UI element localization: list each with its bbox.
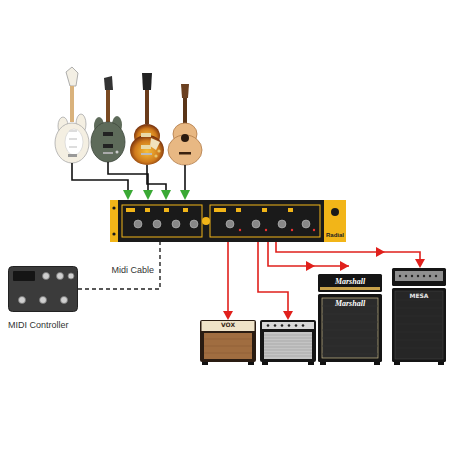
acoustic-guitar	[168, 84, 202, 165]
midi-controller-body	[8, 266, 78, 312]
brand-logo: Marshall	[335, 299, 365, 308]
brand-logo: Radial	[326, 232, 344, 239]
combo-amp	[260, 320, 316, 365]
midi-cable	[78, 242, 160, 289]
device-label: MIDI Controller	[8, 320, 69, 330]
amp-switcher: Radial	[110, 200, 346, 242]
brand-logo: VOX	[221, 322, 235, 329]
electric-guitar	[55, 67, 89, 163]
combo-amp	[200, 320, 256, 365]
electric-guitar	[130, 73, 164, 165]
amp-switcher-body	[110, 200, 346, 242]
input-arrow	[123, 190, 190, 200]
brand-logo: Marshall	[335, 277, 365, 286]
amp-stack	[392, 268, 446, 365]
brand-logo: MESA	[409, 293, 428, 300]
cable-label: Midi Cable	[111, 265, 154, 275]
midi-controller: MIDI Controller	[8, 266, 78, 312]
electric-guitar	[91, 76, 125, 162]
input-cable	[72, 162, 185, 191]
amp-stack	[318, 274, 382, 365]
